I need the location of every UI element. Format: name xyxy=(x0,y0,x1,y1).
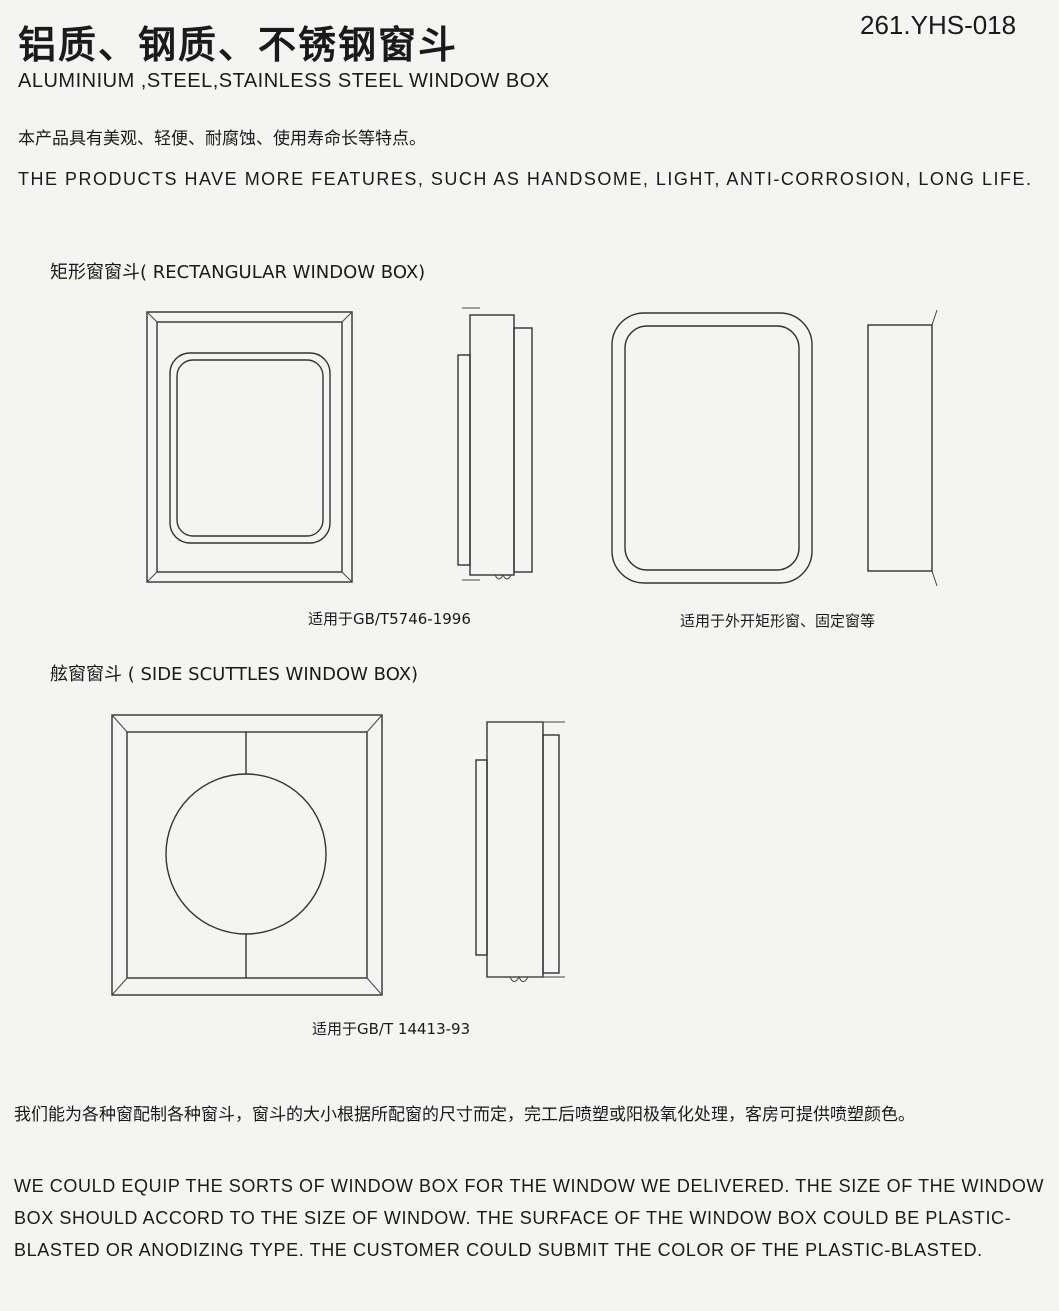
side-scuttle-front-drawing xyxy=(111,714,383,996)
rounded-frame-drawing xyxy=(611,312,813,584)
intro-text-en: THE PRODUCTS HAVE MORE FEATURES, SUCH AS… xyxy=(18,169,1033,189)
side-scuttle-side-drawing xyxy=(475,721,565,982)
intro-text-cn: 本产品具有美观、轻便、耐腐蚀、使用寿命长等特点。 xyxy=(18,129,426,149)
side-scuttle-section-heading: 舷窗窗斗 ( SIDE SCUTTLES WINDOW BOX) xyxy=(50,664,419,685)
outro-text-cn: 我们能为各种窗配制各种窗斗，窗斗的大小根据所配窗的尺寸而定，完工后喷塑或阳极氧化… xyxy=(14,1105,915,1125)
page-title-cn: 铝质、钢质、不锈钢窗斗 xyxy=(18,23,459,67)
rect-box-side-drawing xyxy=(457,307,533,581)
rect-box-caption-left: 适用于GB/T5746-1996 xyxy=(308,610,471,628)
product-code: 261.YHS-018 xyxy=(860,10,1017,40)
rounded-frame-side-drawing xyxy=(867,309,938,587)
rect-box-front-drawing xyxy=(146,311,353,583)
outro-text-en: WE COULD EQUIP THE SORTS OF WINDOW BOX F… xyxy=(14,1176,1045,1260)
rect-box-caption-right: 适用于外开矩形窗、固定窗等 xyxy=(680,612,876,630)
side-scuttle-caption: 适用于GB/T 14413-93 xyxy=(312,1020,471,1038)
page-title-en: ALUMINIUM ,STEEL,STAINLESS STEEL WINDOW … xyxy=(18,70,550,92)
rectangular-section-heading: 矩形窗窗斗( RECTANGULAR WINDOW BOX) xyxy=(50,262,426,283)
